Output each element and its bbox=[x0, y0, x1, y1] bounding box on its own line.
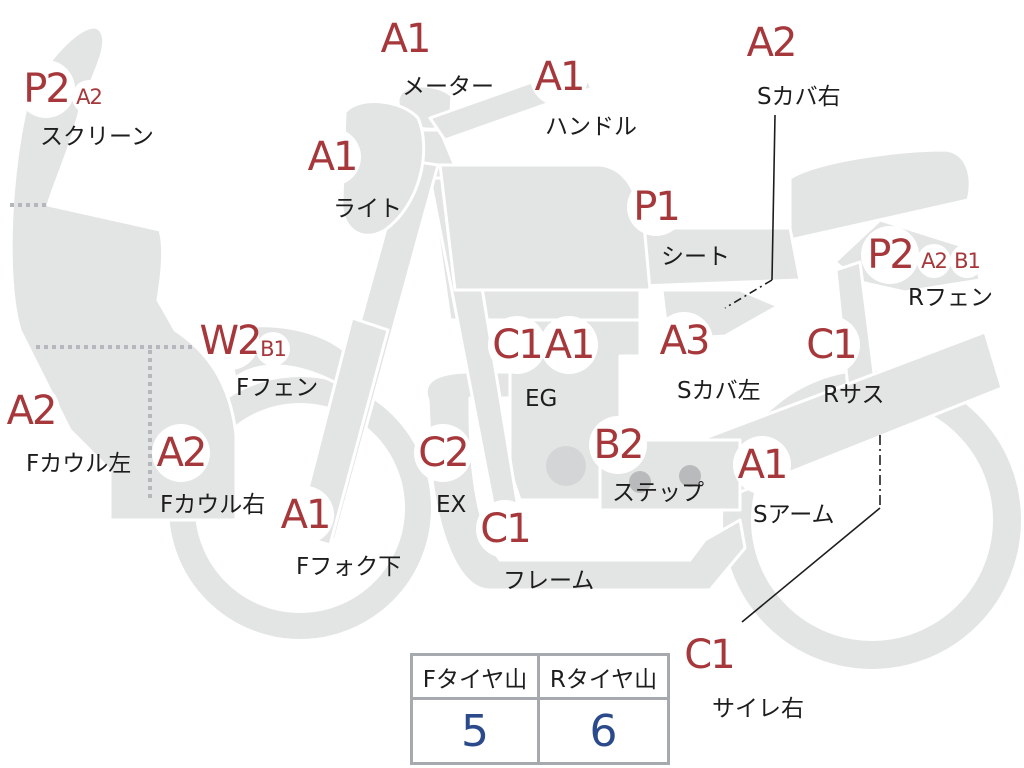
label-front-cowl-left: Fカウル左 bbox=[26, 451, 132, 477]
label-front-fork: Fフォク下 bbox=[296, 554, 402, 580]
cowl-shape bbox=[9, 25, 238, 522]
grade-badge-side-cover-right: A2 bbox=[742, 14, 800, 72]
grade-badge-step: B2 bbox=[589, 416, 647, 474]
grade-badge-screen-0: P2 bbox=[17, 60, 75, 118]
label-light: ライト bbox=[333, 196, 402, 222]
label-seat: シート bbox=[661, 244, 730, 270]
label-rear-suspension: Rサス bbox=[823, 382, 885, 408]
tail-shape bbox=[788, 148, 972, 242]
grade-badge-muffler-right: C1 bbox=[680, 626, 738, 684]
leader-line-side-cover-right bbox=[771, 114, 776, 281]
grade-badge-front-fender-1: B1 bbox=[256, 332, 290, 366]
rear-tire-value: 6 bbox=[589, 705, 618, 757]
tank-shape bbox=[438, 163, 652, 292]
leader-line-muffler-2 bbox=[741, 507, 881, 623]
grade-badge-rear-fender-1: A2 bbox=[917, 244, 951, 278]
grade-badge-light: A1 bbox=[303, 128, 361, 186]
grade-badge-rear-fender-2: B1 bbox=[950, 244, 984, 278]
grade-badge-seat: P1 bbox=[627, 178, 685, 236]
front-tire-value: 5 bbox=[413, 700, 540, 762]
label-front-cowl-right: Fカウル右 bbox=[160, 492, 266, 518]
rear-tire-header: Rタイヤ山 bbox=[540, 656, 667, 700]
label-step: ステップ bbox=[612, 480, 704, 506]
label-muffler-right: サイレ右 bbox=[712, 696, 804, 722]
label-meter: メーター bbox=[402, 74, 494, 100]
grade-badge-side-cover-left: A3 bbox=[655, 312, 713, 370]
label-front-fender: Fフェン bbox=[236, 375, 319, 401]
grade-badge-handle: A1 bbox=[530, 48, 588, 106]
grade-badge-meter: A1 bbox=[376, 10, 434, 68]
grade-badge-front-cowl-left: A2 bbox=[2, 382, 60, 440]
label-swing-arm: Sアーム bbox=[753, 502, 835, 528]
grade-badge-front-cowl-right: A2 bbox=[152, 424, 210, 482]
front-fork-lower-shape bbox=[294, 316, 390, 547]
grade-badge-engine-0: C1 bbox=[488, 316, 546, 374]
label-engine: EG bbox=[525, 386, 558, 412]
grade-badge-frame: C1 bbox=[476, 500, 534, 558]
grade-badge-exhaust: C2 bbox=[414, 424, 472, 482]
engine-case-circle bbox=[546, 446, 586, 486]
label-side-cover-left: Sカバ左 bbox=[677, 378, 761, 404]
headlight-shape bbox=[340, 100, 426, 237]
label-screen: スクリーン bbox=[40, 124, 154, 150]
grade-badge-rear-suspension: C1 bbox=[802, 316, 860, 374]
label-handle: ハンドル bbox=[545, 114, 637, 140]
grade-badge-front-fork: A1 bbox=[276, 486, 334, 544]
front-tire-header: Fタイヤ山 bbox=[413, 656, 540, 700]
label-side-cover-right: Sカバ右 bbox=[757, 84, 841, 110]
grade-badge-front-fender-0: W2 bbox=[200, 312, 263, 370]
step-peg-1 bbox=[629, 471, 651, 493]
grade-badge-swing-arm: A1 bbox=[733, 436, 791, 494]
grade-badge-rear-fender-0: P2 bbox=[861, 226, 919, 284]
step-peg-2 bbox=[679, 465, 701, 487]
grade-badge-screen-1: A2 bbox=[72, 80, 106, 114]
label-exhaust: EX bbox=[436, 492, 467, 518]
label-rear-fender: Rフェン bbox=[908, 285, 993, 311]
label-frame: フレーム bbox=[503, 568, 595, 594]
tire-tread-table: Fタイヤ山 Rタイヤ山 5 6 bbox=[410, 653, 670, 765]
grade-badge-engine-1: A1 bbox=[540, 316, 598, 374]
